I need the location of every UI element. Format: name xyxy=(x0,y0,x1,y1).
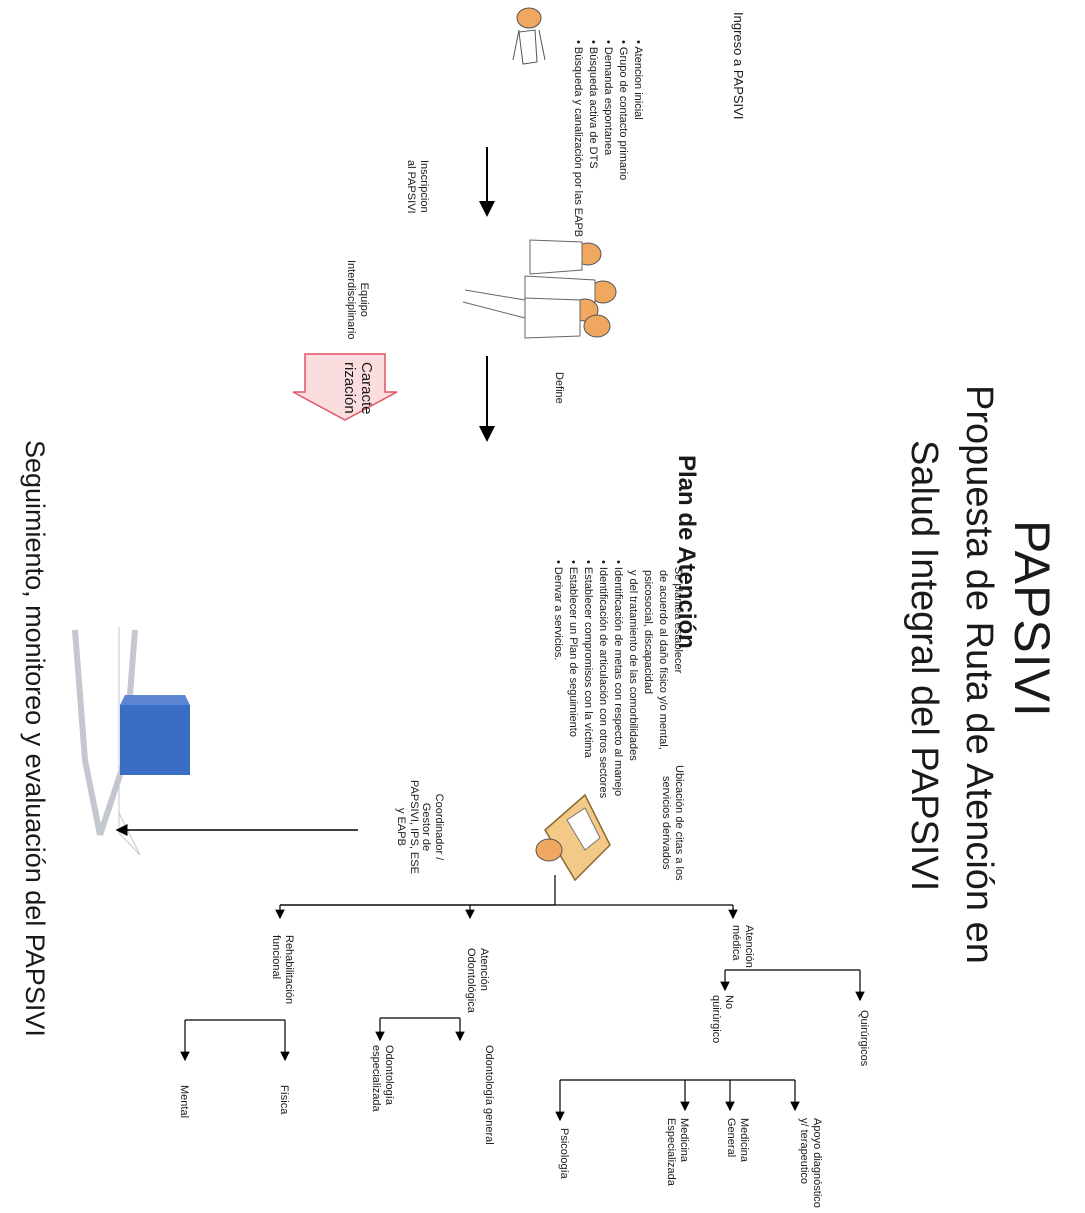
service-fisica: Física xyxy=(278,1085,290,1115)
ubicacion-label: Ubicación de citas a los servicios deriv… xyxy=(660,765,685,881)
plan-bullet-1: • Se plantea establecer xyxy=(672,560,684,674)
plan-bullet-2: • Identificación de metas con respecto a… xyxy=(612,560,624,797)
plan-bullet-1d: y del tratamiento de las comorbilidades xyxy=(627,570,639,761)
team-icon xyxy=(462,239,617,339)
plan-bullet-3: • Identificación de articulación con otr… xyxy=(597,560,609,799)
service-medica: Atención médica xyxy=(730,925,755,968)
service-apoyo: Apoyo diagnóstico y/ terapeutico xyxy=(798,1118,823,1208)
coordinator-desk-icon xyxy=(535,793,611,882)
service-no-quirurgico: No quirúrgico xyxy=(710,995,735,1044)
ingreso-bullet-4: • Búsqueda activa de DTS xyxy=(587,40,599,169)
plan-bullet-6: • Derivar a servicios. xyxy=(552,560,564,661)
service-medicina-especializada: Medicina Especializada xyxy=(665,1118,690,1186)
equipo-label: Equipo Interdisciplinario xyxy=(345,260,370,340)
seguimiento-box xyxy=(120,705,190,775)
ingreso-label: Ingreso a PAPSIVI xyxy=(731,12,746,120)
seguimiento-label: Seguimiento, monitoreo y evaluación del … xyxy=(20,440,50,1037)
plan-bullet-1b: de acuerdo al daño físico y/o mental, xyxy=(657,570,669,750)
service-psicologia: Psicología xyxy=(558,1128,570,1179)
service-tree xyxy=(180,875,865,1122)
service-mental: Mental xyxy=(178,1085,190,1119)
service-rehabilitacion: Rehabilitación funcional xyxy=(270,935,295,1005)
plan-bullet-5: • Establecer un Plan de seguimiento xyxy=(567,560,579,737)
plan-bullets: • Se plantea establecer de acuerdo al da… xyxy=(550,560,685,799)
service-medicina-general: Medicina General xyxy=(725,1118,750,1163)
ingreso-bullet-2: • Grupo de contacto primario xyxy=(617,40,629,181)
inscripcion-label: Inscripcion al PAPSIVI xyxy=(405,160,430,214)
person-icon xyxy=(512,7,546,65)
title-line1: Propuesta de Ruta de Atención en xyxy=(958,385,1000,964)
block-arrow-icon xyxy=(292,353,398,421)
ingreso-bullet-5: • Búsqueda y canalización por las EAPB xyxy=(572,40,584,238)
plan-bullet-4: • Establecer compromisos con la víctima xyxy=(582,560,594,758)
title-line2: Salud Integral del PAPSIVI xyxy=(903,440,945,892)
title-main: PAPSIVI xyxy=(1004,520,1060,718)
ingreso-bullets: • Atencion inicial • Grupo de contacto p… xyxy=(570,40,645,238)
ingreso-bullet-1: • Atencion inicial xyxy=(632,40,644,120)
caracterizacion-label: Caracte rización xyxy=(340,362,375,415)
coordinador-label: Coordinador / Gestor de PAPSIVI, IPS, ES… xyxy=(395,780,445,874)
service-odonto-general: Odontología general xyxy=(483,1045,495,1145)
define-label: Define xyxy=(553,372,565,404)
plan-bullet-1c: psicosocial, discapacidad xyxy=(642,570,654,695)
service-odontologica: Atención Odontológica xyxy=(465,948,490,1013)
service-quirurgicos: Quirúrgicos xyxy=(858,1010,870,1067)
service-odonto-especializada: Odontología especializada xyxy=(370,1045,395,1112)
ingreso-bullet-3: • Demanda espontanea xyxy=(602,40,614,156)
